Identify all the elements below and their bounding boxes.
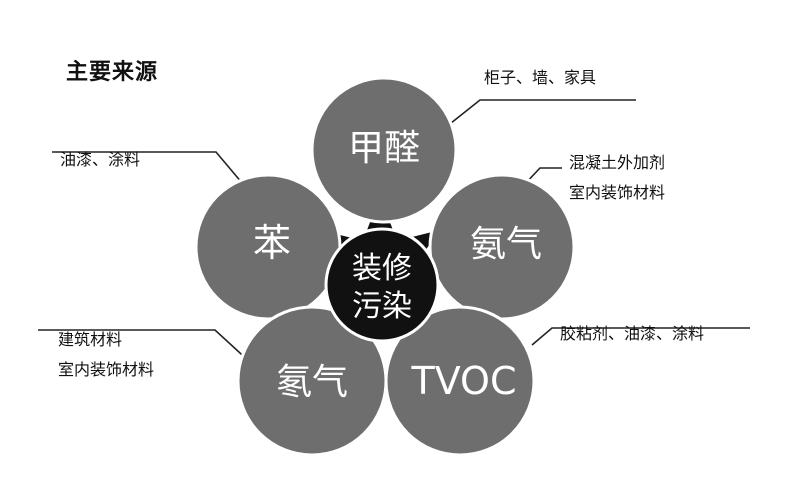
leader-line-tvoc xyxy=(531,327,750,346)
leader-line-benzene xyxy=(52,151,249,191)
label-benzene: 苯 xyxy=(253,221,291,265)
source-note-ammonia: 混凝土外加剂 室内装饰材料 xyxy=(569,148,665,208)
center-label-line1: 装修 xyxy=(352,251,412,286)
center-circle xyxy=(324,227,440,343)
diagram-heading: 主要来源 xyxy=(66,60,159,85)
petals xyxy=(194,76,576,457)
label-radon: 氡气 xyxy=(276,362,348,403)
source-text: 柜子、墙、家具 xyxy=(484,68,597,87)
source-text: 室内装饰材料 xyxy=(58,360,155,379)
label-ammonia: 氨气 xyxy=(470,224,542,265)
leader-line-formaldehyde xyxy=(435,99,636,136)
petal-formaldehyde xyxy=(310,76,458,224)
source-note-benzene: 油漆、涂料 xyxy=(60,146,140,174)
source-note-formaldehyde: 柜子、墙、家具 xyxy=(484,64,596,92)
source-text: 建筑材料 xyxy=(58,330,123,349)
petal-tvoc xyxy=(384,305,536,457)
source-note-radon: 建筑材料 室内装饰材料 xyxy=(58,325,154,385)
source-text: 混凝土外加剂 xyxy=(569,153,666,172)
source-note-tvoc: 胶粘剂、油漆、涂料 xyxy=(560,320,704,348)
source-text: 胶粘剂、油漆、涂料 xyxy=(560,324,705,343)
center-label-line2: 污染 xyxy=(352,289,412,324)
leader-line-radon xyxy=(38,329,253,365)
source-text: 油漆、涂料 xyxy=(60,150,141,169)
source-text: 室内装饰材料 xyxy=(569,183,666,202)
label-formaldehyde: 甲醛 xyxy=(348,128,420,169)
label-tvoc: TVOC xyxy=(411,359,517,403)
